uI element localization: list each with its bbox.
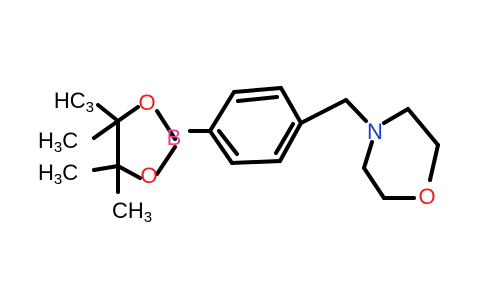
bond-o-c-lower — [116, 164, 142, 180]
benzene-inner-bond-1 — [236, 95, 279, 103]
bond-b-o-upper — [155, 109, 177, 141]
methyl-label-bottom: CH3 — [112, 198, 152, 226]
methyl-label-top: HC3 — [54, 88, 94, 116]
bond-methyl-top — [96, 103, 120, 123]
bond-c-o-upper — [428, 143, 440, 182]
bond-b-o-lower — [155, 145, 177, 176]
bond-methyl-left-lower — [92, 164, 120, 172]
bond-ch2-n — [344, 98, 368, 123]
benzene-inner-bond-2 — [274, 122, 295, 155]
methyl-label-left-upper: H3C — [38, 128, 78, 156]
atom-oxygen-lower: O — [140, 163, 157, 188]
benzene-inner-bond-3 — [217, 129, 239, 156]
bond-c-c-lower — [362, 166, 386, 200]
bond-n-c-upper — [382, 107, 410, 125]
bond-methyl-left-upper — [92, 119, 120, 140]
atom-boron: B — [167, 125, 182, 150]
atom-nitrogen: N — [367, 119, 383, 144]
bond-c-n-lower — [362, 140, 374, 170]
bond-aryl-ch2 — [299, 98, 348, 125]
bond-c-c-upper — [406, 107, 440, 147]
methyl-label-left-lower: H3C — [38, 160, 78, 188]
bond-o-c-upper — [116, 105, 140, 123]
atom-oxygen-upper: O — [138, 90, 155, 115]
atom-oxygen-morpholine: O — [418, 184, 435, 209]
